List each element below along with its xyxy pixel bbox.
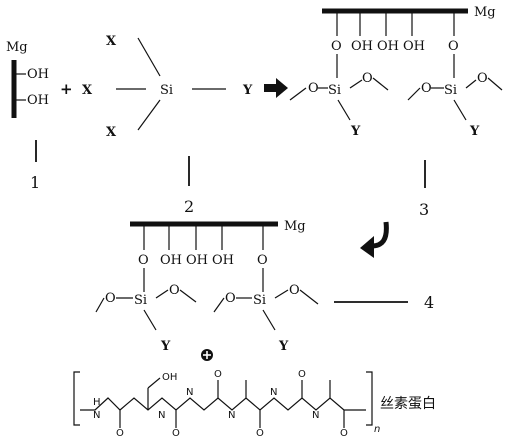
methyl-bond-4b	[179, 289, 197, 303]
silk-fibroin-structure: N H O N OH O N O N O N O N O n 丝素蛋白	[73, 369, 436, 437]
x-label-left: X	[82, 83, 93, 98]
serine-oh-bond	[147, 377, 161, 389]
pointer-label-3: 3	[419, 200, 429, 219]
reaction-arrow-curved	[360, 221, 389, 258]
si-y-bond-3a	[337, 99, 351, 121]
si-o-bond-3b	[465, 79, 477, 89]
o-label-3b: O	[448, 39, 459, 54]
serine-oh-label: OH	[162, 372, 177, 383]
nh-label-6: N	[312, 410, 319, 421]
nh-label-5: N	[270, 387, 277, 398]
arrow-curved-head	[360, 236, 374, 258]
arrow-curved-stem	[371, 221, 389, 249]
o-right-4b: O	[289, 283, 300, 298]
o-right-4a: O	[169, 283, 180, 298]
y-label-4a: Y	[160, 339, 171, 354]
methyl-bond-3d	[487, 77, 503, 91]
methyl-bond-4a	[95, 297, 105, 313]
x-label-top: X	[106, 34, 117, 49]
repeat-n-label: n	[374, 424, 380, 435]
oh-label-1a: OH	[27, 67, 49, 82]
h-label-1: H	[93, 397, 101, 408]
bracket-right	[366, 371, 373, 426]
o-label-c1: O	[116, 428, 124, 437]
si-o-bond-4a	[155, 289, 169, 299]
si-label-3a: Si	[328, 83, 341, 98]
mg-hydroxyl-surface: Mg OH OH 1	[6, 40, 49, 192]
nh-label-3: N	[186, 387, 193, 398]
si-y-bond-3b	[453, 99, 467, 121]
y-label-4b: Y	[278, 339, 289, 354]
methyl-bond-3c	[407, 87, 421, 101]
o-label-4a: O	[138, 253, 149, 268]
nh-label-1: N	[93, 410, 100, 421]
o-side-4a: O	[105, 291, 116, 306]
pointer-label-2: 2	[184, 197, 194, 216]
mg-label-4: Mg	[284, 219, 306, 234]
si-label-4b: Si	[253, 293, 266, 308]
methyl-bond-4d	[299, 289, 319, 305]
oh-label-4c: OH	[212, 253, 234, 268]
silane-molecule: X X X Si Y 2	[82, 34, 253, 216]
y-label-3a: Y	[350, 124, 361, 139]
mg-label-1: Mg	[6, 40, 28, 55]
silk-fibroin-label: 丝素蛋白	[380, 396, 436, 412]
o-right-3b: O	[477, 71, 488, 86]
methyl-bond-3a	[289, 87, 307, 101]
mg-silane-hydrolyzed-surface: Mg O OH OH OH O Si O O Y Si O O Y 3	[289, 5, 503, 219]
o-side-4b: O	[225, 291, 236, 306]
methyl-bond-3b	[372, 77, 389, 91]
o-label-c5: O	[298, 369, 306, 380]
si-o-bond-4b	[274, 289, 289, 299]
mg-label-3: Mg	[474, 5, 496, 20]
pointer-label-4: 4	[424, 293, 434, 312]
o-side-3b: O	[421, 81, 432, 96]
si-y-bond-4a	[143, 309, 157, 331]
mg-silane-condensed-surface: Mg O OH OH OH O Si O O Y Si O O Y 4	[95, 219, 434, 354]
nh-label-4: N	[228, 410, 235, 421]
o-label-c3: O	[214, 369, 222, 380]
si-x-bond-bottom	[137, 99, 161, 131]
o-right-3a: O	[362, 71, 373, 86]
oh-label-3b: OH	[377, 39, 399, 54]
pointer-label-1: 1	[30, 173, 40, 192]
oh-label-4a: OH	[160, 253, 182, 268]
si-label-silane: Si	[160, 83, 173, 98]
o-label-c6: O	[340, 428, 348, 437]
arrow-right-shape	[264, 78, 288, 98]
bracket-left	[73, 371, 80, 426]
o-label-c2: O	[172, 428, 180, 437]
o-label-3a: O	[331, 39, 342, 54]
o-label-c4: O	[256, 428, 264, 437]
y-label-silane: Y	[242, 83, 253, 98]
y-label-3b: Y	[469, 124, 480, 139]
peptide-backbone	[80, 397, 366, 411]
nh-label-2: N	[158, 410, 165, 421]
si-label-3b: Si	[444, 83, 457, 98]
o-side-3a: O	[308, 81, 319, 96]
oh-label-3c: OH	[403, 39, 425, 54]
oh-label-4b: OH	[186, 253, 208, 268]
oh-label-1b: OH	[27, 93, 49, 108]
si-y-bond-4b	[262, 309, 276, 331]
si-o-bond-3a	[349, 79, 363, 89]
plus-sign-1: +	[60, 80, 73, 98]
oh-label-3a: OH	[351, 39, 373, 54]
o-label-4b: O	[257, 253, 268, 268]
reaction-arrow-right	[264, 78, 288, 98]
si-x-bond-top	[137, 37, 161, 77]
si-label-4a: Si	[134, 293, 147, 308]
combine-plus-symbol	[201, 349, 213, 361]
methyl-bond-4c	[213, 297, 225, 313]
x-label-bottom: X	[106, 125, 117, 140]
